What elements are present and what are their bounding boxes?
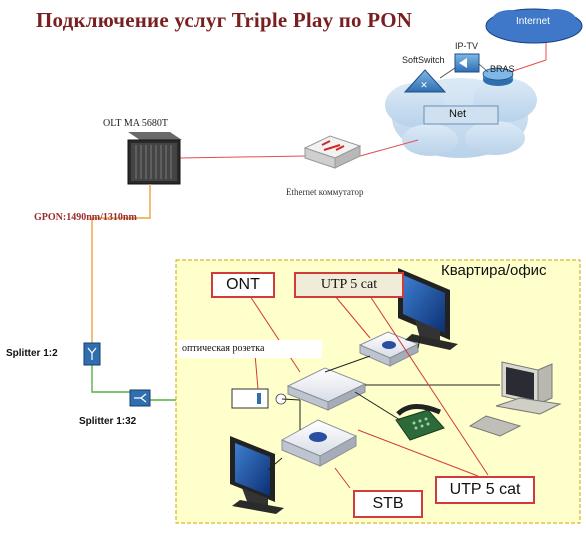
bras-icon (482, 67, 514, 86)
gpon-label: GPON:1490nm/1310nm (34, 212, 137, 223)
splitter-1-2-icon (83, 342, 101, 366)
ethernet-switch-icon (303, 135, 362, 169)
annotation-pointers (249, 295, 489, 489)
apartment-label: Квартира/офис (441, 262, 547, 279)
internet-cloud (485, 8, 583, 44)
bras-label: BRAS (490, 64, 515, 74)
splitter-1-32-label: Splitter 1:32 (79, 416, 137, 427)
olt-device (127, 132, 182, 185)
optical-socket-label: оптическая розетка (178, 340, 322, 358)
lan-cables (267, 337, 500, 471)
ont-label: ONT (211, 272, 275, 298)
net-label: Net (449, 108, 467, 120)
red-links (179, 43, 547, 159)
ont-device (286, 367, 367, 411)
bottom-monitor (230, 436, 284, 514)
page-title: Подключение услуг Triple Play по PON (36, 8, 413, 32)
switch-label: Ethernet коммутатор (286, 187, 364, 197)
softswitch-icon: ✕ (403, 69, 447, 93)
splitter-1-32-icon (129, 389, 151, 407)
olt-label: OLT MA 5680T (103, 118, 169, 129)
svg-text:✕: ✕ (420, 81, 428, 91)
stb-device (280, 419, 358, 467)
internet-label: Internet (516, 16, 550, 27)
top-monitor (398, 268, 458, 350)
utp-top-label: UTP 5 cat (294, 272, 404, 298)
top-set-top-box (358, 331, 420, 367)
pc-computer (468, 361, 562, 437)
iptv-icon (454, 53, 480, 73)
iptv-label: IP-TV (455, 41, 479, 51)
stb-label: STB (353, 490, 423, 518)
splitter-1-2-label: Splitter 1:2 (6, 348, 58, 359)
softswitch-label: SoftSwitch (402, 55, 445, 65)
net-cloud (385, 78, 537, 158)
utp-bottom-label: UTP 5 cat (435, 476, 535, 504)
phone-icon (395, 404, 445, 441)
